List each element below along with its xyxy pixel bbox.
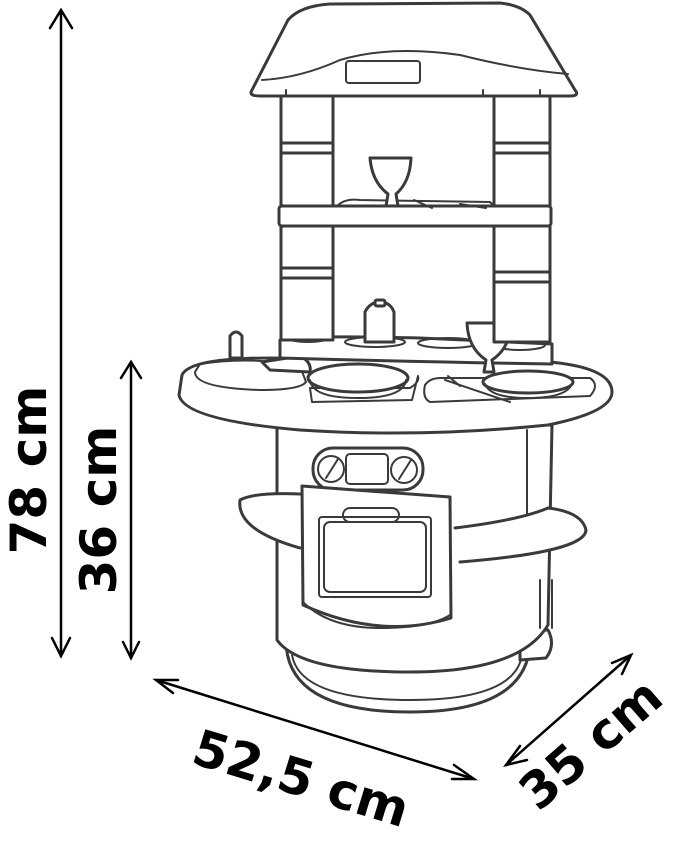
height-36-arrow bbox=[119, 359, 143, 661]
toy-kitchen-illustration bbox=[177, 1, 614, 714]
height-78-arrow bbox=[48, 7, 74, 659]
height-36-label: 36 cm bbox=[70, 426, 128, 595]
shaker bbox=[363, 300, 396, 344]
depth-35-arrow bbox=[502, 652, 634, 768]
hood bbox=[249, 1, 579, 98]
shelf bbox=[277, 198, 553, 228]
oven-door bbox=[300, 484, 453, 629]
faucet bbox=[228, 330, 244, 360]
height-78-label: 78 cm bbox=[0, 386, 58, 555]
right-side-shelf bbox=[453, 506, 588, 564]
plate-and-cutlery bbox=[444, 369, 575, 403]
shaker-cap bbox=[373, 298, 387, 308]
width-52-arrow bbox=[152, 678, 478, 781]
stove-knobs bbox=[311, 446, 425, 492]
left-side-shelf bbox=[238, 492, 302, 550]
width-52-label: 52,5 cm bbox=[186, 718, 416, 839]
cup-shelf bbox=[368, 156, 413, 208]
